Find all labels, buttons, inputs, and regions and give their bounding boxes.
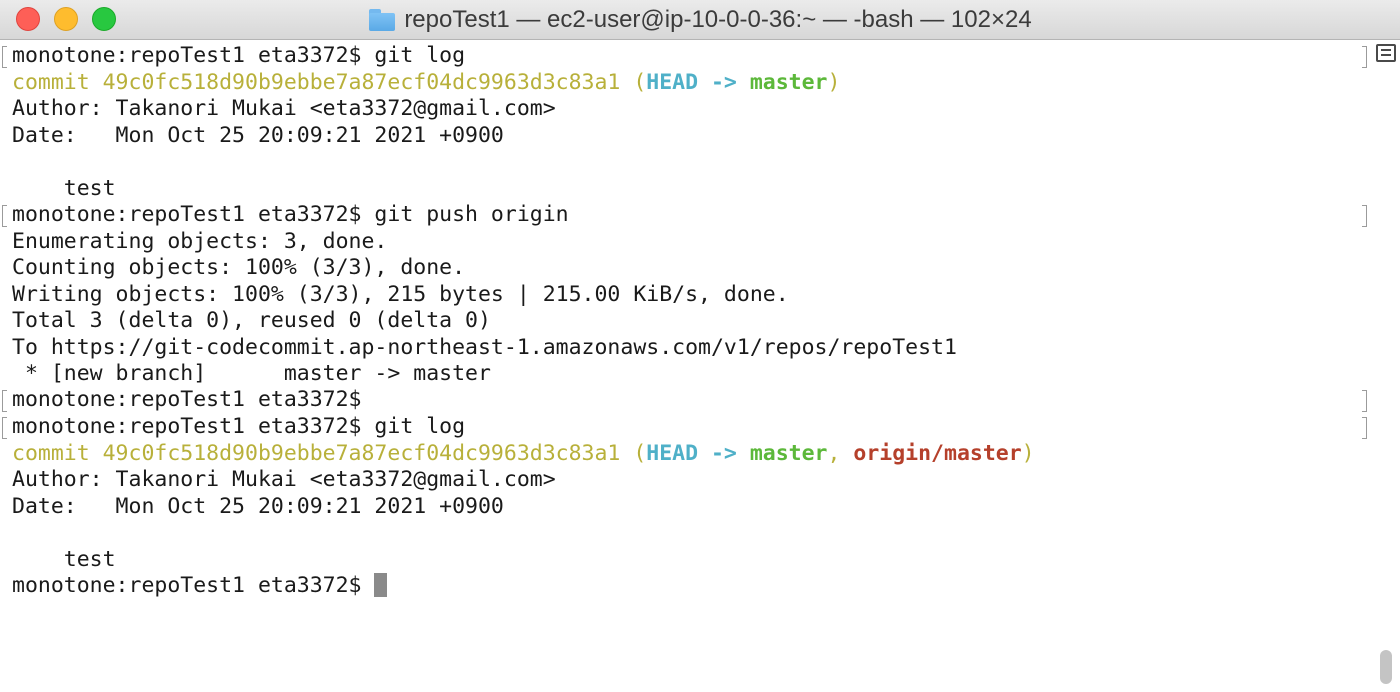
- command-mark-left: [2, 205, 7, 227]
- terminal-line: Date: Mon Oct 25 20:09:21 2021 +0900: [12, 123, 504, 148]
- remote-ref: origin/master: [853, 441, 1022, 466]
- ref-close: ): [1021, 441, 1035, 466]
- command-mark-left: [2, 417, 7, 439]
- minimize-window-button[interactable]: [54, 7, 78, 31]
- command-mark-right: [1362, 390, 1367, 412]
- terminal-line: monotone:repoTest1 eta3372$ git log: [12, 43, 466, 68]
- command-mark-left: [2, 46, 7, 68]
- command-mark-right: [1362, 46, 1367, 68]
- zoom-window-button[interactable]: [92, 7, 116, 31]
- head-ref: HEAD ->: [646, 441, 750, 466]
- window-title: repoTest1 — ec2-user@ip-10-0-0-36:~ — -b…: [404, 6, 1032, 33]
- terminal-line-commit: commit 49c0fc518d90b9ebbe7a87ecf04dc9963…: [12, 70, 840, 96]
- folder-icon: [368, 9, 396, 31]
- terminal-line: Total 3 (delta 0), reused 0 (delta 0): [12, 308, 491, 333]
- close-window-button[interactable]: [16, 7, 40, 31]
- terminal-line: Date: Mon Oct 25 20:09:21 2021 +0900: [12, 494, 504, 519]
- ref-open: (: [620, 70, 647, 95]
- commit-hash: commit 49c0fc518d90b9ebbe7a87ecf04dc9963…: [12, 441, 621, 466]
- marks-list-icon[interactable]: [1376, 44, 1396, 62]
- terminal-line: Counting objects: 100% (3/3), done.: [12, 255, 466, 280]
- command-mark-left: [2, 390, 7, 412]
- terminal-line: monotone:repoTest1 eta3372$ git push ori…: [12, 202, 569, 227]
- branch-ref: master: [749, 70, 828, 95]
- terminal-line-commit: commit 49c0fc518d90b9ebbe7a87ecf04dc9963…: [12, 441, 1035, 467]
- ref-separator: ,: [827, 441, 854, 466]
- text-cursor: [374, 573, 388, 597]
- terminal-line: To https://git-codecommit.ap-northeast-1…: [12, 335, 957, 360]
- command-mark-right: [1362, 205, 1367, 227]
- terminal-line: Author: Takanori Mukai <eta3372@gmail.co…: [12, 467, 556, 492]
- head-ref: HEAD ->: [646, 70, 750, 95]
- branch-ref: master: [749, 441, 828, 466]
- terminal-line: monotone:repoTest1 eta3372$: [12, 387, 362, 412]
- scrollbar-thumb[interactable]: [1380, 650, 1392, 684]
- terminal-line: * [new branch] master -> master: [12, 361, 491, 386]
- terminal-prompt-line[interactable]: monotone:repoTest1 eta3372$: [12, 573, 388, 599]
- ref-close: ): [827, 70, 841, 95]
- terminal-line: Enumerating objects: 3, done.: [12, 229, 388, 254]
- terminal-line: Author: Takanori Mukai <eta3372@gmail.co…: [12, 96, 556, 121]
- commit-hash: commit 49c0fc518d90b9ebbe7a87ecf04dc9963…: [12, 70, 621, 95]
- title-bar[interactable]: repoTest1 — ec2-user@ip-10-0-0-36:~ — -b…: [0, 0, 1400, 40]
- terminal-output[interactable]: monotone:repoTest1 eta3372$ git log comm…: [0, 41, 1400, 692]
- window-title-group: repoTest1 — ec2-user@ip-10-0-0-36:~ — -b…: [0, 0, 1400, 40]
- terminal-line: test: [12, 547, 116, 572]
- terminal-line: monotone:repoTest1 eta3372$ git log: [12, 414, 466, 439]
- terminal-line: Writing objects: 100% (3/3), 215 bytes |…: [12, 282, 789, 307]
- ref-open: (: [620, 441, 647, 466]
- prompt-text: monotone:repoTest1 eta3372$: [12, 573, 375, 598]
- terminal-line: test: [12, 176, 116, 201]
- command-mark-right: [1362, 417, 1367, 439]
